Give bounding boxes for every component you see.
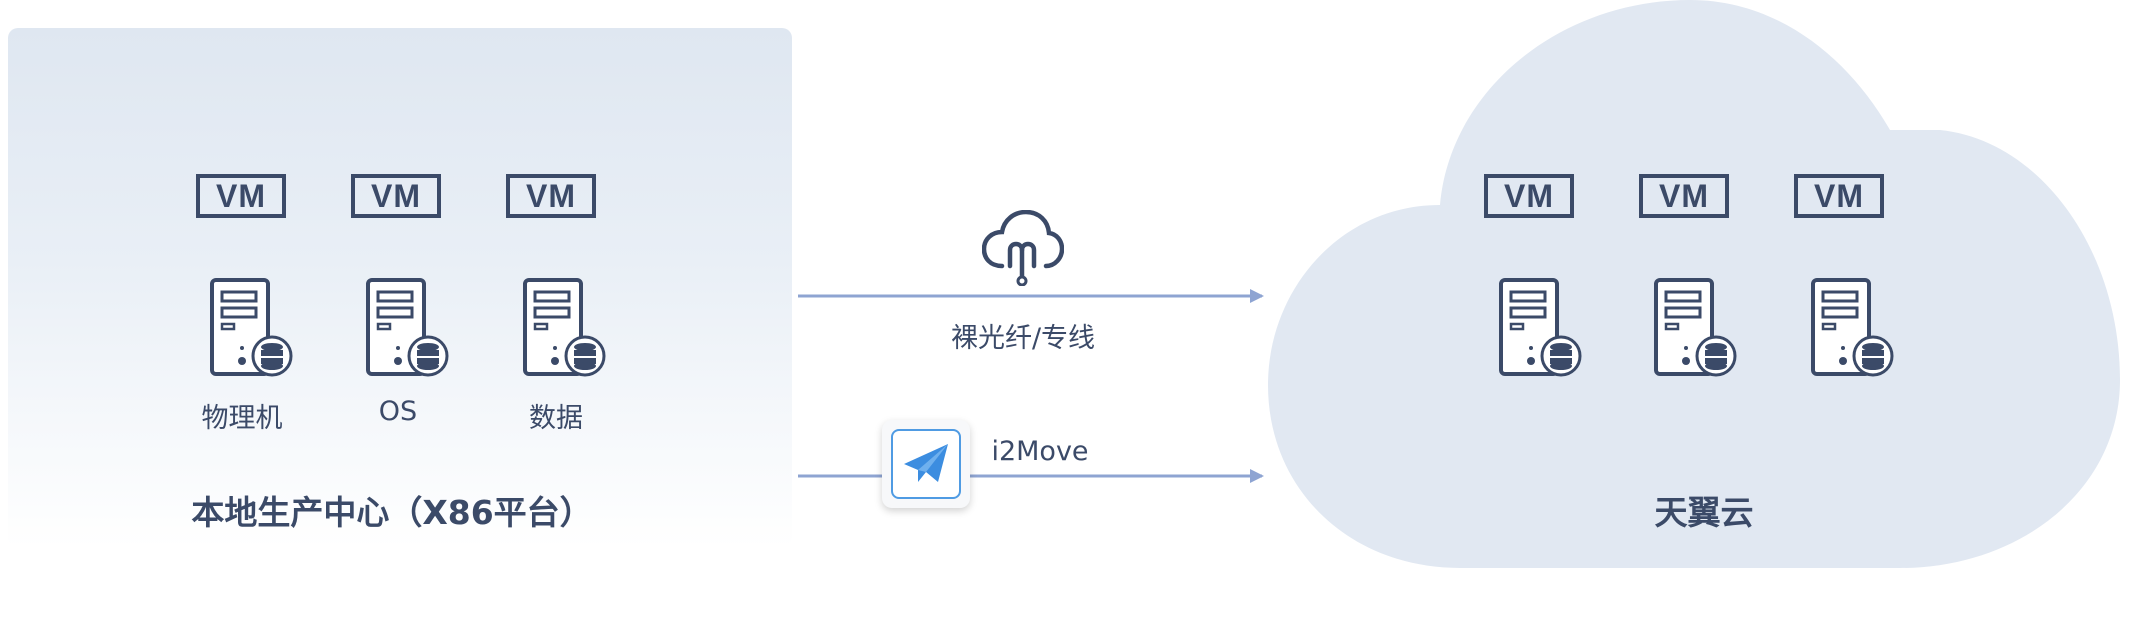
server-database-icon	[1809, 278, 1895, 378]
server-database-icon	[1652, 278, 1738, 378]
cloud-vm-2: VM	[1639, 174, 1729, 218]
vm-label: VM	[1814, 177, 1864, 214]
cloud-vm-1: VM	[1484, 174, 1574, 218]
vm-label: VM	[371, 177, 421, 214]
cloud-network-icon	[981, 209, 1065, 287]
i2move-tile-frame	[891, 429, 961, 499]
server-database-icon	[1497, 278, 1583, 378]
cloud-vm-3: VM	[1794, 174, 1884, 218]
vm-label: VM	[216, 177, 266, 214]
vm-label: VM	[1659, 177, 1709, 214]
server-database-icon	[364, 278, 450, 378]
server-label-data: 数据	[529, 403, 583, 434]
migration-link-label: i2Move	[991, 436, 1089, 467]
i2move-tool	[882, 420, 970, 508]
paper-plane-icon	[904, 444, 948, 482]
local-datacenter-title: 本地生产中心（X86平台）	[191, 493, 593, 532]
local-vm-2: VM	[351, 174, 441, 218]
local-vm-1: VM	[196, 174, 286, 218]
server-database-icon	[208, 278, 294, 378]
server-label-os: OS	[378, 396, 418, 427]
vm-label: VM	[526, 177, 576, 214]
vm-label: VM	[1504, 177, 1554, 214]
fiber-link-label: 裸光纤/专线	[950, 323, 1096, 354]
server-database-icon	[521, 278, 607, 378]
local-vm-3: VM	[506, 174, 596, 218]
server-label-physical: 物理机	[201, 403, 283, 434]
cloud-title: 天翼云	[1654, 493, 1754, 532]
